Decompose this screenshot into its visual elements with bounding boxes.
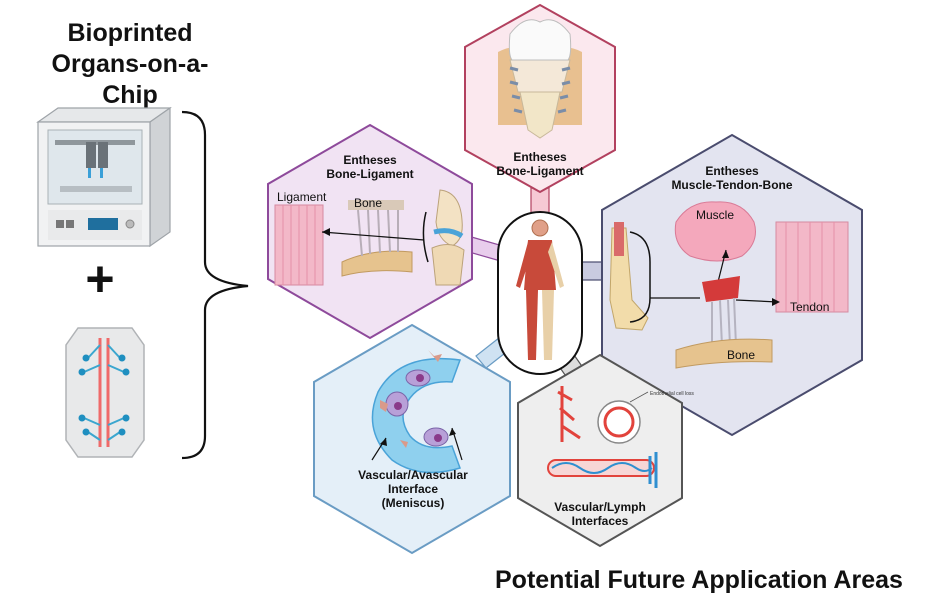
- hex-right-panel: [601, 133, 863, 437]
- organ-chip-icon: [65, 327, 145, 458]
- footer-title: Potential Future Application Areas: [495, 566, 903, 594]
- hex-top-label-line2: Bone-Ligament: [496, 164, 584, 178]
- hex-top-label: Entheses Bone-Ligament: [490, 150, 590, 178]
- ligament-label: Ligament: [277, 190, 327, 204]
- left-bone-label: Bone: [354, 196, 383, 210]
- hex-top-panel: [464, 3, 616, 194]
- plus-symbol: +: [85, 251, 114, 307]
- main-title-line2: Organs-on-a-Chip: [51, 50, 209, 109]
- hex-top-label-line1: Entheses: [513, 150, 567, 164]
- grouping-bracket: [181, 110, 249, 460]
- muscle-label: Muscle: [696, 208, 735, 222]
- hex-left-label: Entheses Bone-Ligament: [320, 153, 420, 181]
- hex-right-label: Entheses Muscle-Tendon-Bone: [662, 164, 802, 192]
- hex-bottom-left-label: Vascular/Avascular Interface (Meniscus): [358, 468, 468, 510]
- human-body-icon: [497, 211, 583, 375]
- hex-left-panel: [267, 123, 473, 340]
- hex-right-label-line2: Muscle-Tendon-Bone: [671, 178, 793, 192]
- hex-bottom-left-label-line3: (Meniscus): [381, 496, 445, 510]
- right-bone-label: Bone: [727, 348, 756, 362]
- hex-bottom-left-label-line2: Interface: [387, 482, 439, 496]
- main-title: Bioprinted Organs-on-a-Chip: [30, 18, 230, 111]
- bioprinter-icon: [36, 106, 172, 248]
- hex-bottom-left-label-line1: Vascular/Avascular: [358, 468, 468, 482]
- tendon-label: Tendon: [790, 300, 830, 314]
- hex-right-label-line1: Entheses: [705, 164, 759, 178]
- main-title-line1: Bioprinted: [67, 19, 193, 47]
- hex-bottom-right-label-line1: Vascular/Lymph: [554, 500, 646, 514]
- hex-left-label-line2: Bone-Ligament: [326, 167, 414, 181]
- hex-bottom-right-panel: Endothelial cell loss: [517, 353, 694, 548]
- hex-left-label-line1: Entheses: [343, 153, 397, 167]
- hex-bottom-left-panel: [313, 323, 511, 555]
- hex-bottom-right-label-line2: Interfaces: [571, 514, 629, 528]
- tiny-annotation: Endothelial cell loss: [650, 391, 694, 397]
- hex-bottom-right-label: Vascular/Lymph Interfaces: [548, 500, 652, 528]
